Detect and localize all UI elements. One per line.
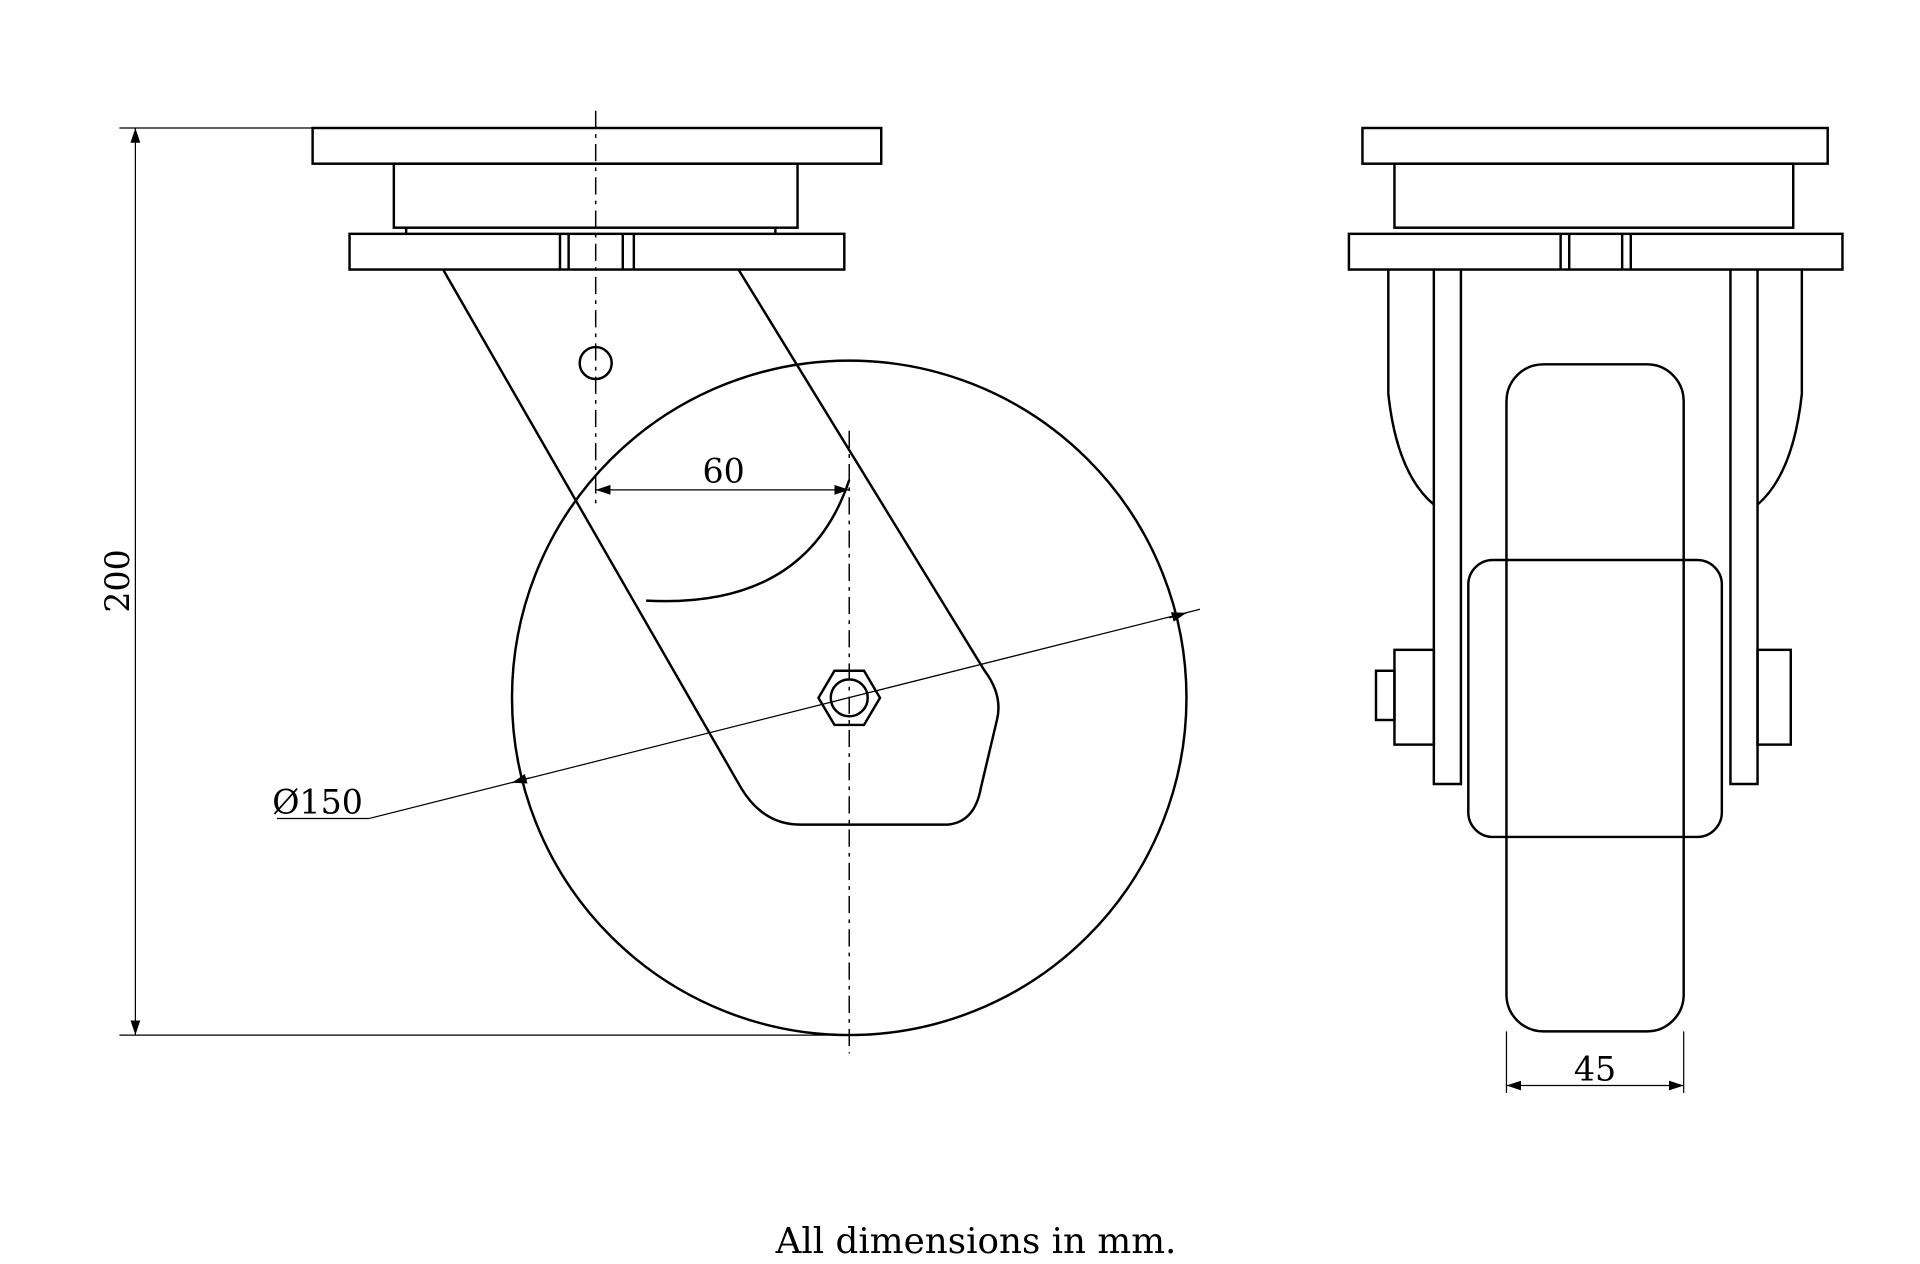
top-plate-front (1361, 126, 1829, 165)
swivel-housing-front (1393, 162, 1795, 229)
wheel-hub (1467, 558, 1724, 839)
kingpin (558, 233, 636, 270)
fork-left-leg (1387, 269, 1463, 786)
axle-nut-left (1393, 648, 1436, 746)
diameter-dimension: Ø150 (272, 783, 363, 822)
width-dimension: 45 (1574, 1050, 1616, 1089)
axle-nut-icon (817, 669, 882, 727)
fork-right-leg (1729, 269, 1804, 786)
front-view: 45 (1347, 126, 1844, 1093)
side-view: 60 Ø150 200 (98, 110, 1201, 1054)
axle-nut-right (1756, 648, 1792, 746)
bottom-plate-front (1347, 232, 1844, 271)
fork-inner-edge (646, 479, 851, 603)
offset-dimension: 60 (703, 451, 745, 490)
top-plate (311, 126, 883, 165)
diameter-dimension-line (369, 608, 1201, 820)
bottom-plate (348, 232, 846, 271)
axle-bolt-head (1374, 669, 1396, 722)
wheel-tread (1505, 363, 1685, 1033)
caption: All dimensions in mm. (775, 1221, 1177, 1262)
fork-leg (442, 268, 1000, 826)
height-dimension: 200 (98, 549, 137, 612)
